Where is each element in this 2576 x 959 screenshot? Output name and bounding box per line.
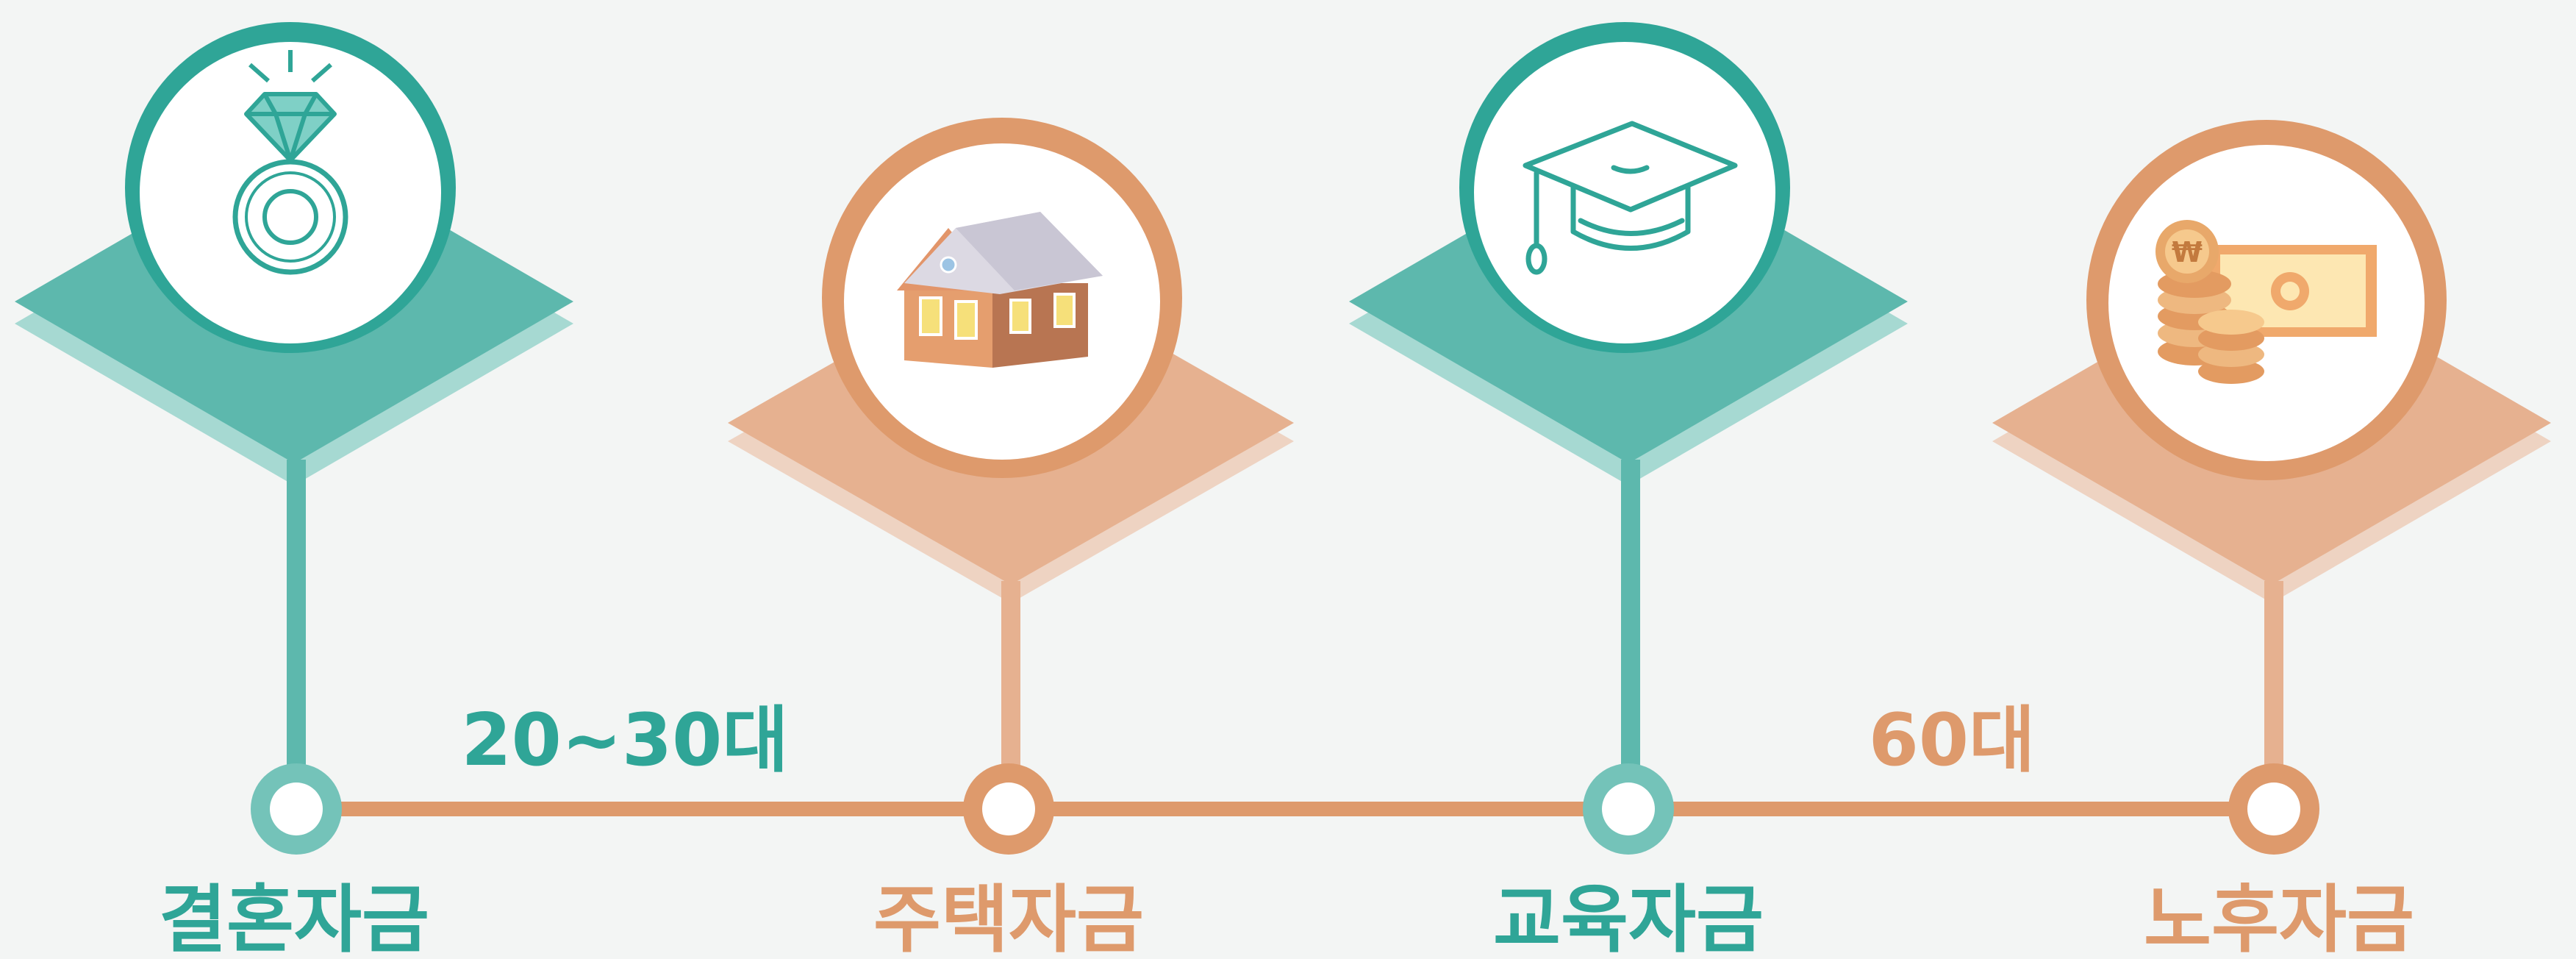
house-icon <box>897 212 1103 368</box>
icon-badge-inner <box>1474 42 1775 343</box>
milestone-education <box>1349 22 1908 855</box>
connector-stem <box>287 460 306 769</box>
milestone-label-retirement: 노후자금 <box>2144 877 2414 959</box>
milestone-label-education: 교육자금 <box>1493 877 1764 959</box>
milestone-marriage <box>15 22 573 855</box>
timeline-node-hole <box>1602 782 1655 835</box>
milestone-label-housing: 주택자금 <box>873 877 1144 959</box>
connector-stem <box>2264 581 2283 780</box>
milestone-label-marriage: 결혼자금 <box>159 877 429 959</box>
graduation-cap-icon <box>1523 121 1738 275</box>
timeline-node-hole <box>982 782 1035 835</box>
connector-stem <box>1001 581 1020 780</box>
milestone-retirement: ₩ <box>1992 120 2551 855</box>
timeline-node-hole <box>270 782 323 835</box>
connector-stem <box>1621 460 1640 769</box>
timeline-node-hole <box>2247 782 2300 835</box>
diamond-ring-icon <box>232 50 348 275</box>
money-coins-icon: ₩ <box>2155 220 2377 384</box>
age-label-20-30s: 20~30대 <box>461 699 788 782</box>
age-label-60s: 60대 <box>1869 699 2036 782</box>
svg-text:₩: ₩ <box>2172 236 2203 268</box>
milestone-housing <box>728 118 1294 855</box>
